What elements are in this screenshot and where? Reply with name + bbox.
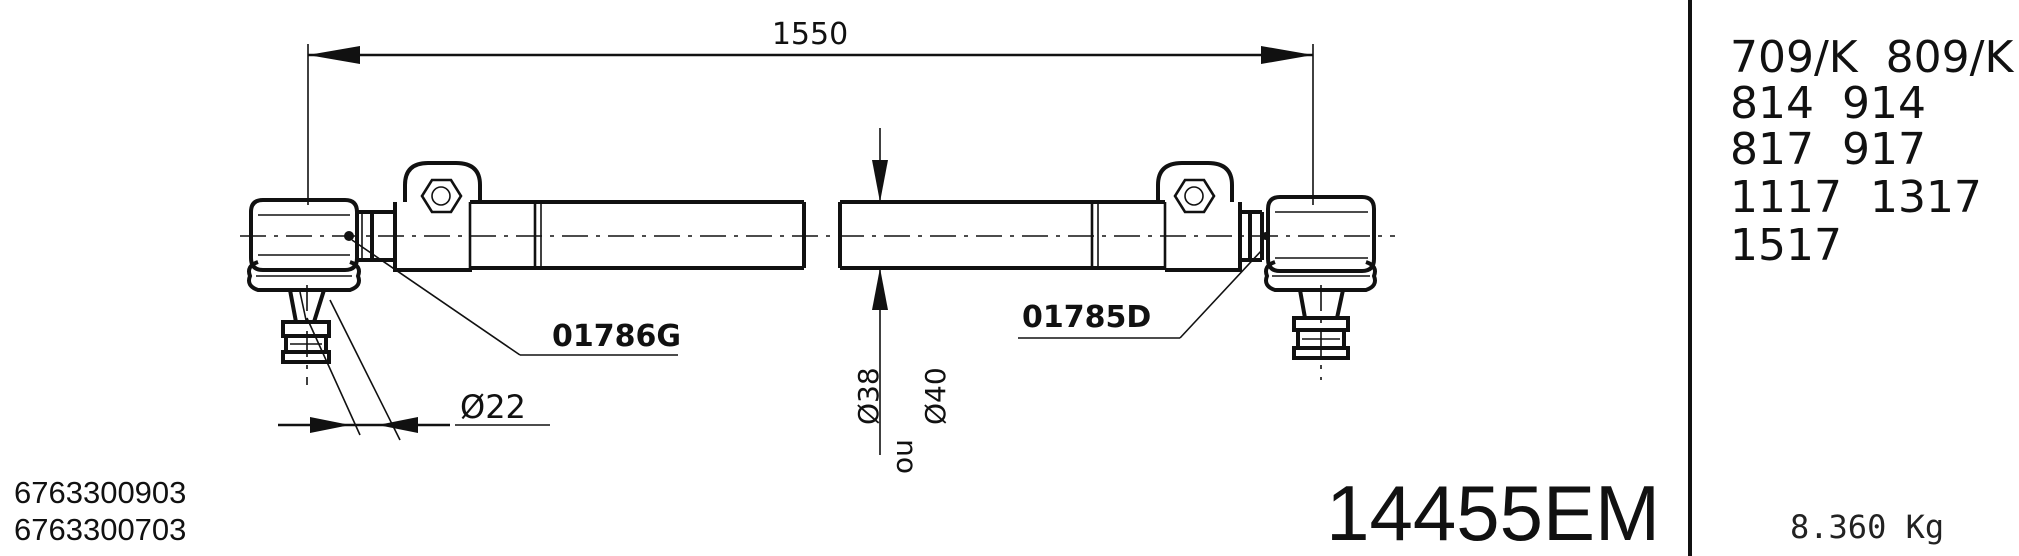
tie-rod-tube-left [468,200,806,270]
oem-reference: 6763300703 [14,512,186,547]
tube-diameter-label-or: ou [886,439,919,474]
weight-label: 8.360 Kg [1790,508,1944,546]
right-ball-joint [1248,195,1377,380]
right-clamp [1156,161,1262,272]
part-number: 14455EM [1326,469,1660,556]
application-line: 817 917 [1730,124,1926,175]
oem-references: 6763300903 6763300703 [14,475,186,547]
left-ball-joint [247,198,374,385]
tube-diameter-dimension: Ø38 ou Ø40 [852,128,952,474]
left-clamp [372,161,482,272]
application-line: 1117 1317 [1730,172,1982,223]
applications-list: 709/K 809/K 814 914 817 917 1117 1317 15… [1730,32,2014,271]
tube-diameter-label-38: Ø38 [852,367,885,425]
callout-right: 01785D [1018,249,1263,339]
application-line: 1517 [1730,220,1842,271]
callout-left-label: 01786G [552,319,681,354]
length-dimension-label: 1550 [772,17,848,52]
tube-diameter-label-40: Ø40 [919,367,952,425]
tie-rod-tube-right [838,200,1167,270]
application-line: 814 914 [1730,78,1926,129]
pin-diameter-label: Ø22 [460,388,526,426]
callout-left: 01786G [351,239,681,356]
oem-reference: 6763300903 [14,475,186,510]
pin-diameter-dimension: Ø22 [278,299,550,441]
application-line: 709/K 809/K [1730,32,2014,83]
callout-right-label: 01785D [1022,300,1151,335]
length-dimension: 1550 [307,17,1314,205]
